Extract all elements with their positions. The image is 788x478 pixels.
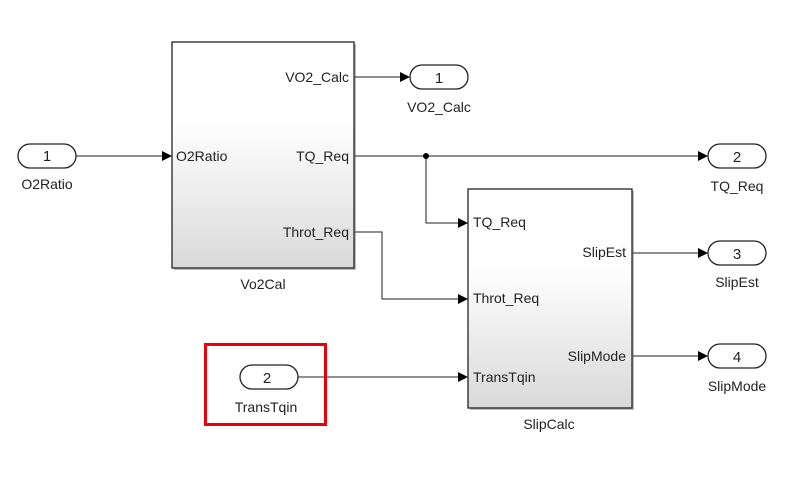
outport-tqreq-label: TQ_Req <box>711 178 764 194</box>
outport-vo2calc[interactable]: 1 <box>409 64 469 90</box>
block-vo2cal[interactable]: O2Ratio VO2_Calc TQ_Req Throt_Req <box>171 41 356 270</box>
inport-o2ratio-label: O2Ratio <box>21 176 73 192</box>
slipcalc-output-slipest: SlipEst <box>582 244 626 260</box>
slipcalc-input-tqreq: TQ_Req <box>473 214 526 230</box>
outport-number: 4 <box>733 349 741 366</box>
slipcalc-input-transtqin: TransTqin <box>473 369 536 385</box>
signal-tqreq-branch[interactable] <box>425 156 468 228</box>
vo2cal-input-o2ratio: O2Ratio <box>176 148 228 164</box>
outport-number: 1 <box>435 70 443 87</box>
slipcalc-output-slipmode: SlipMode <box>568 348 627 364</box>
highlight-box <box>204 343 327 426</box>
signal-throtreq[interactable] <box>355 231 468 304</box>
inport-number: 2 <box>263 370 271 387</box>
outport-number: 2 <box>733 149 741 166</box>
outport-slipest-label: SlipEst <box>715 274 759 290</box>
vo2cal-output-throtreq: Throt_Req <box>283 224 349 240</box>
inport-o2ratio[interactable]: 1 <box>17 143 77 169</box>
block-slipcalc[interactable]: TQ_Req Throt_Req TransTqin SlipEst SlipM… <box>467 188 634 410</box>
slipcalc-input-throtreq: Throt_Req <box>473 290 539 306</box>
outport-vo2calc-label: VO2_Calc <box>407 99 471 115</box>
outport-slipmode-label: SlipMode <box>708 378 767 394</box>
block-slipcalc-name: SlipCalc <box>523 416 574 432</box>
inport-transtqin-label: TransTqin <box>235 399 298 415</box>
outport-tqreq[interactable]: 2 <box>707 143 767 169</box>
branch-point <box>423 153 429 159</box>
inport-number: 1 <box>43 148 51 165</box>
inport-transtqin[interactable]: 2 <box>239 364 299 390</box>
outport-slipmode[interactable]: 4 <box>707 343 767 369</box>
vo2cal-output-tqreq: TQ_Req <box>296 148 349 164</box>
block-vo2cal-name: Vo2Cal <box>240 276 285 292</box>
outport-slipest[interactable]: 3 <box>707 240 767 266</box>
outport-number: 3 <box>733 246 741 263</box>
vo2cal-output-vo2calc: VO2_Calc <box>285 69 349 85</box>
